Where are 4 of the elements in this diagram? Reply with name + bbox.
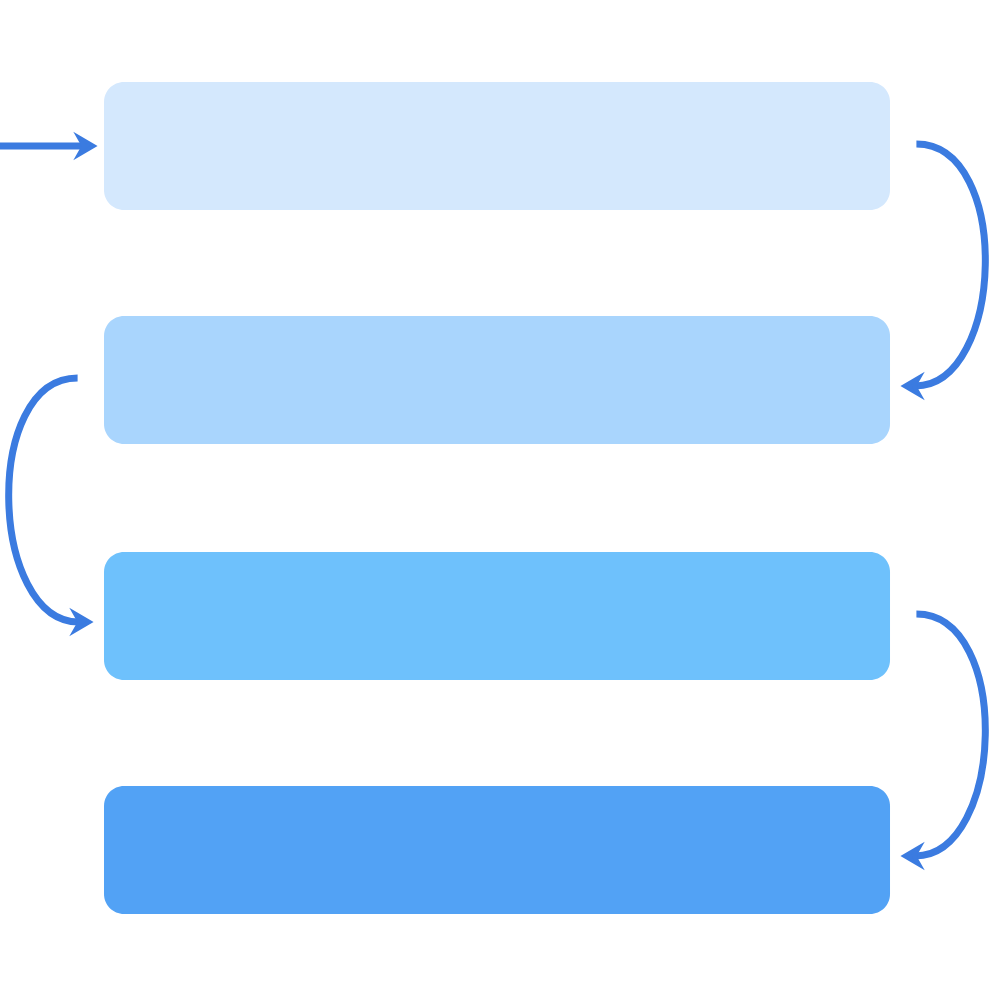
step-box — [104, 786, 890, 914]
step-box — [104, 82, 890, 210]
step-box — [104, 552, 890, 680]
step-box — [104, 316, 890, 444]
